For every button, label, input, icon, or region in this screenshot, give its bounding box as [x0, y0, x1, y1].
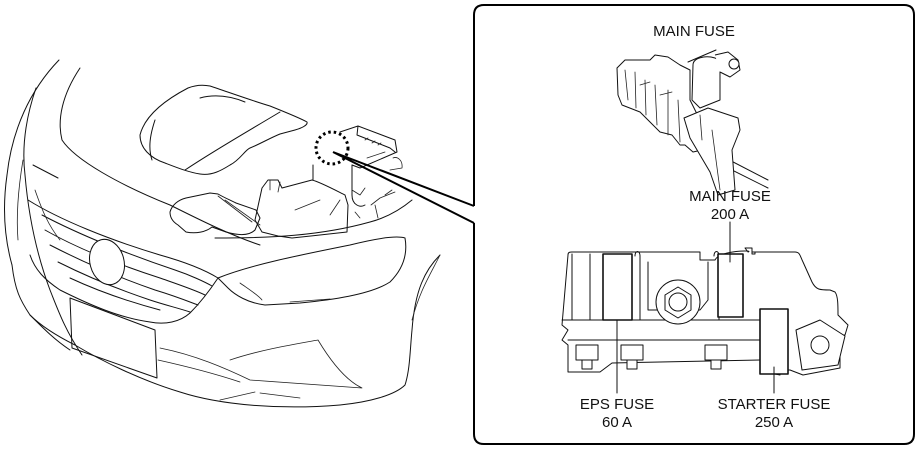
- car-hood-crease: [59, 67, 261, 246]
- car-front-illustration: [4, 59, 441, 408]
- starter-fuse-label: STARTER FUSE: [717, 396, 831, 413]
- nut-2-stud: [626, 359, 638, 370]
- bracket-details: [351, 187, 396, 219]
- nut-2: [620, 344, 644, 361]
- callout-box: [473, 4, 915, 445]
- eps-fuse: [602, 253, 633, 321]
- fender-right: [411, 254, 441, 321]
- eps-fuse-rating: 60 A: [601, 414, 633, 431]
- grille-outline: [27, 199, 219, 324]
- callout-title: MAIN FUSE: [653, 23, 735, 40]
- center-bolt-core: [668, 292, 688, 312]
- fuse-box-housing: [339, 125, 398, 169]
- nut-3-stud: [710, 359, 722, 370]
- fog-light-area: [157, 339, 363, 389]
- engine-cover-ridge-2: [184, 111, 281, 171]
- bottom-nuts: [575, 344, 728, 370]
- bracket-line: [312, 164, 366, 207]
- main-fuse-200a: [717, 253, 744, 318]
- grille-bar-1: [41, 214, 213, 287]
- car-hood-line: [32, 164, 59, 179]
- fuse-holder-ribs: [624, 69, 721, 191]
- air-filter-details: [217, 179, 341, 226]
- bumper-chin: [29, 314, 71, 351]
- eps-fuse-label: EPS FUSE: [579, 396, 655, 413]
- engine-cover: [139, 84, 308, 175]
- nut-1-stud: [581, 359, 593, 370]
- air-intake-housing: [169, 192, 261, 235]
- engine-cover-ridge: [199, 95, 246, 103]
- engine-cover-front: [149, 119, 156, 161]
- car-fender-left: [23, 87, 83, 356]
- center-bracket: [647, 261, 709, 311]
- fuse-holder-body: [616, 54, 703, 153]
- right-terminal-bolt: [810, 335, 830, 355]
- nut-1: [575, 344, 599, 361]
- headlight-detail: [239, 282, 331, 303]
- fuse-block-front-view: [561, 247, 849, 376]
- location-marker-circle: [314, 130, 350, 166]
- grille-bar-2: [44, 229, 206, 296]
- grille-bar-4: [57, 261, 191, 313]
- grille-bar-3: [49, 244, 199, 306]
- nut-3: [704, 344, 728, 361]
- main-fuse-label: MAIN FUSE: [689, 188, 771, 205]
- bumper-lower-detail: [219, 391, 301, 401]
- car-hood-left-outline: [4, 59, 60, 266]
- fuse-cover-flap: [683, 107, 741, 196]
- starter-fuse-rating: 250 A: [754, 414, 794, 431]
- bumper-lower: [11, 254, 441, 408]
- left-fuse-case: [571, 253, 591, 321]
- emblem: [89, 238, 125, 286]
- fuse-cylinder: [691, 56, 722, 109]
- divider-post-1: [634, 251, 641, 321]
- grille-bar-5: [69, 277, 161, 311]
- headlight: [217, 236, 407, 306]
- starter-fuse: [759, 308, 789, 375]
- air-filter-box: [254, 179, 349, 239]
- main-fuse-rating: 200 A: [710, 206, 750, 223]
- fuse-box-detail: [364, 137, 403, 171]
- license-plate: [69, 297, 158, 379]
- bumper-top-line: [214, 199, 413, 239]
- bumper-side: [16, 159, 61, 241]
- callout-connector: [332, 151, 475, 224]
- main-fuse-3d-illustration: [616, 49, 769, 196]
- fuse-terminal-bolt: [728, 58, 740, 70]
